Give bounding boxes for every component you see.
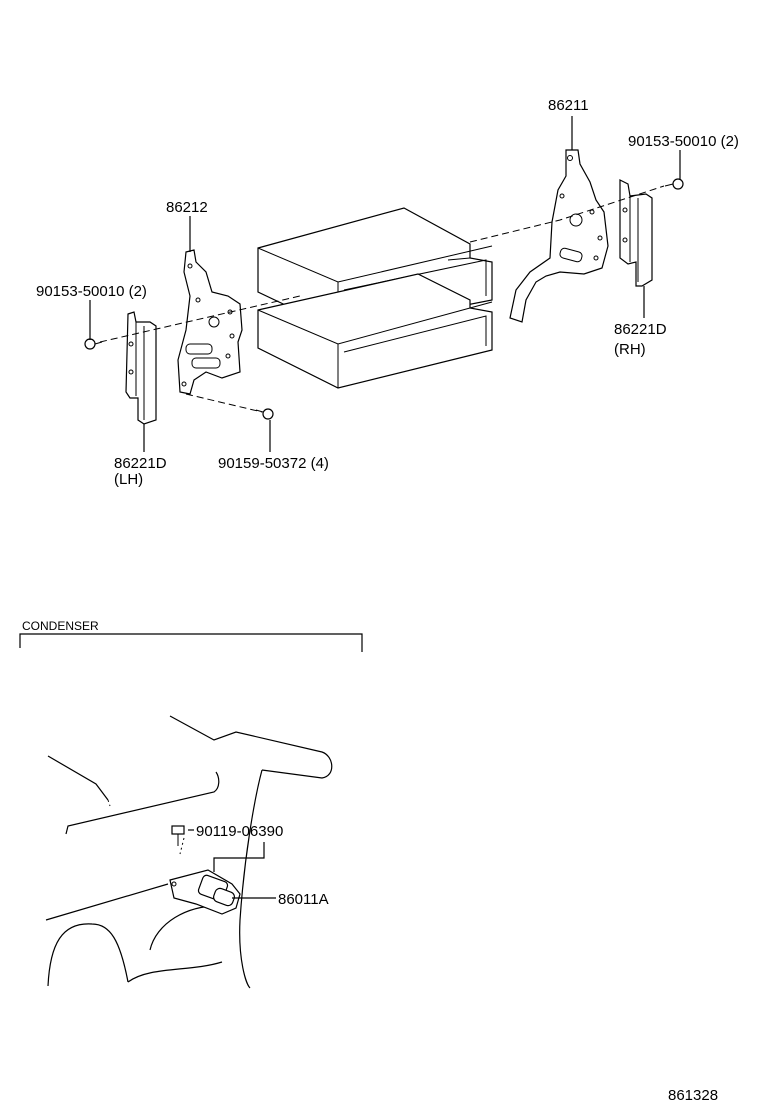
- diagram-number: 861328: [668, 1087, 718, 1104]
- screw-icon: [84, 338, 103, 350]
- bracket-86211: [509, 149, 609, 323]
- side-plate-86221d-lh: [125, 311, 157, 425]
- label-86221d-rh: 86221D: [614, 321, 667, 338]
- screw-icon: [664, 178, 684, 190]
- label-rh: (RH): [614, 341, 646, 358]
- bracket-86212: [177, 249, 243, 395]
- section-bracket: [19, 633, 363, 652]
- screw-icon: [255, 408, 274, 420]
- label-86221d-lh: 86221D: [114, 455, 167, 472]
- alignment-line: [469, 185, 665, 243]
- vehicle-body-outline: [45, 715, 333, 989]
- condenser-unit: [169, 869, 241, 915]
- label-screw-top-right: 90153-50010 (2): [628, 133, 739, 150]
- section-title-condenser: CONDENSER: [22, 619, 99, 633]
- label-86011a: 86011A: [278, 891, 329, 908]
- label-bolt-condenser: 90119-06390: [196, 823, 283, 840]
- label-86212: 86212: [166, 199, 208, 216]
- alignment-line: [99, 295, 301, 343]
- bolt-icon: [171, 825, 185, 846]
- label-86211: 86211: [548, 97, 589, 114]
- leader-line: [213, 842, 265, 872]
- audio-unit-lower: [257, 273, 493, 389]
- label-screw-left: 90153-50010 (2): [36, 283, 147, 300]
- side-plate-86221d-rh: [619, 179, 653, 287]
- alignment-line: [185, 393, 263, 413]
- label-lh: (LH): [114, 471, 143, 488]
- label-screw-bottom: 90159-50372 (4): [218, 455, 329, 472]
